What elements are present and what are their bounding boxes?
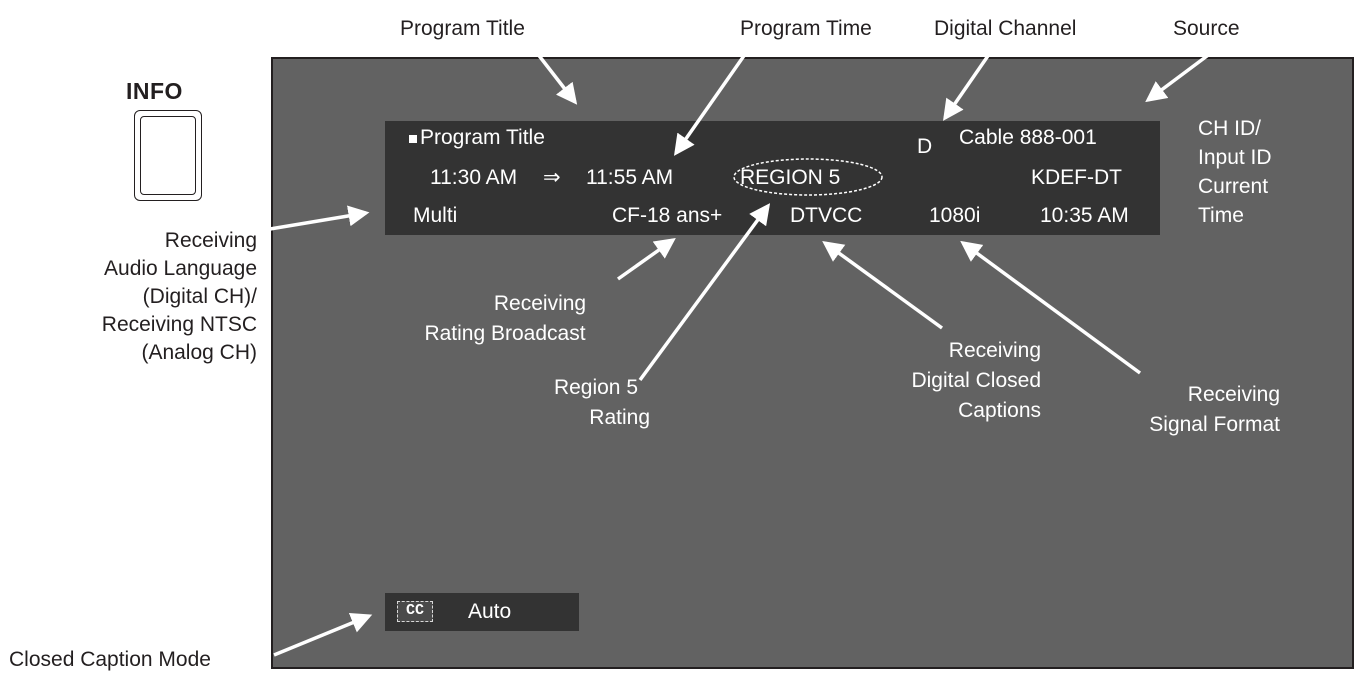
osd-digital-flag: D [917,135,933,158]
arrow-signal-format [960,240,1142,375]
cc-icon: CC [397,601,433,622]
label-audio-line-3: (Digital CH)/ [142,285,257,308]
arrow-source [1145,48,1217,103]
arrow-closed-caption-mode [273,612,373,657]
callout-digital-cc: Receiving Digital Closed Captions [860,336,1041,426]
callout-region5-line-1: Region 5 [553,376,638,399]
callout-region5-line-2: Rating [589,406,650,429]
osd-program-title: Program Title [420,126,545,149]
arrow-digital-cc [822,240,944,330]
time-arrow-icon: ⇒ [543,165,561,189]
label-input-id: Input ID [1198,146,1272,169]
callout-region5-rating: Region 5 Rating [520,373,650,433]
label-source: Source [1173,17,1240,40]
osd-cc-type: DTVCC [790,204,863,227]
arrow-audio-language [257,205,370,233]
label-audio-line-1: Receiving [164,229,257,252]
cc-mode-value: Auto [468,600,512,623]
arrow-digital-channel [943,49,994,121]
osd-audio: Multi [413,204,458,227]
callout-signal-format-line-2: Signal Format [1149,413,1280,436]
arrow-rating-broadcast [616,237,676,281]
region-highlight-ellipse [733,158,883,196]
osd-station-id: KDEF-DT [1031,166,1122,189]
arrow-program-time [673,48,750,156]
callout-signal-format-line-1: Receiving [1187,383,1280,406]
label-digital-channel: Digital Channel [934,17,1077,40]
info-button-face [140,116,196,195]
osd-start-time: 11:30 AM [430,166,518,189]
callout-rating-broadcast-line-2: Rating Broadcast [424,322,586,345]
label-program-title: Program Title [400,17,525,40]
osd-current-time: 10:35 AM [1040,204,1129,227]
bullet-square-icon [409,135,417,143]
callout-rating-broadcast-line-1: Receiving [493,292,587,315]
label-ch-id: CH ID/ [1198,117,1261,140]
label-audio-line-4: Receiving NTSC [101,313,257,336]
callout-digital-cc-line-1: Receiving [948,339,1041,362]
osd-signal-format: 1080i [929,204,981,227]
info-button[interactable] [134,110,202,201]
arrow-region5-rating [638,203,771,382]
label-time: Time [1198,204,1244,227]
label-audio-language: Receiving Audio Language (Digital CH)/ R… [0,227,257,367]
label-audio-line-5: (Analog CH) [141,341,257,364]
label-current: Current [1198,175,1269,198]
callout-digital-cc-line-2: Digital Closed [911,369,1041,392]
osd-end-time: 11:55 AM [586,166,674,189]
osd-rating: CF-18 ans+ [612,204,723,227]
label-closed-caption-mode: Closed Caption Mode [9,648,211,671]
callout-signal-format: Receiving Signal Format [1100,380,1280,440]
callout-rating-broadcast: Receiving Rating Broadcast [390,289,620,349]
info-banner [385,121,1160,235]
osd-source-channel: Cable 888-001 [959,126,1097,149]
arrow-program-title [528,42,578,105]
label-audio-line-2: Audio Language [104,257,257,280]
osd-region: REGION 5 [740,166,841,189]
label-ch-id-block: CH ID/ Input ID Current Time [1198,114,1272,230]
callout-digital-cc-line-3: Captions [958,399,1041,422]
label-program-time: Program Time [740,17,872,40]
info-button-title: INFO [126,78,183,104]
